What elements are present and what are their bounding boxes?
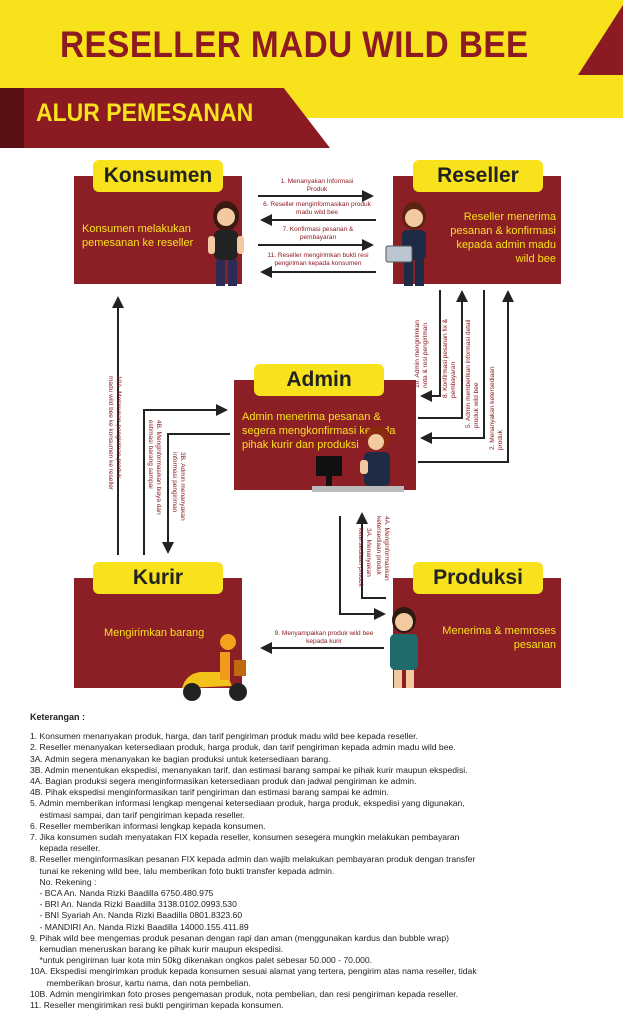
- arrow-6-label: 6. Reseller menginformasikan produk madu…: [263, 201, 371, 216]
- note-line: *untuk pengiriman luar kota min 50kg dik…: [30, 955, 373, 966]
- page-title: RESELLER MADU WILD BEE: [60, 24, 529, 65]
- arrow-3b: [162, 433, 230, 554]
- produksi-text: Menerima & memroses pesanan: [442, 625, 556, 651]
- arrow-3a-label: 3A. Menanyakan ketersediaan produk: [357, 528, 372, 587]
- note-line: 11. Reseller mengirimkan resi bukti peng…: [30, 1000, 284, 1011]
- note-line: kemudian meneruskan barang ke pihak kuri…: [30, 944, 284, 955]
- arrow-1-label: 1. Menanyakan Informasi Produk: [280, 178, 354, 193]
- notes-section: Keterangan : 1. Konsumen menanyakan prod…: [30, 712, 610, 1011]
- note-line: 3A. Admin segera menanyakan ke bagian pr…: [30, 753, 331, 764]
- note-line: 1. Konsumen menanyakan produk, harga, da…: [30, 731, 418, 742]
- arrow-9-label: 9. Menyampaikan produk wild bee kepada k…: [274, 630, 374, 645]
- note-line: - BCA An. Nanda Rizki Baadilla 6750.480.…: [30, 888, 214, 899]
- note-line: kepada reseller.: [30, 843, 101, 854]
- kurir-label: Kurir: [93, 562, 223, 594]
- konsumen-text: Konsumen melakukan pemesanan ke reseller: [82, 223, 194, 249]
- arrow-5: [420, 290, 485, 444]
- note-line: estimasi sampai, dan tarif pengiriman ke…: [30, 809, 245, 820]
- note-line: 5. Admin memberikan informasi lengkap me…: [30, 798, 465, 809]
- reseller-text: Reseller menerima pesanan & konfirmasi k…: [450, 211, 556, 265]
- reseller-person-icon: [385, 202, 426, 286]
- arrow-7-label: 7. Konfirmasi pesanan & pembayaran: [282, 226, 354, 241]
- arrow-8-label: 8. Konfirmasi pesanan fix & pembayaran: [442, 318, 457, 398]
- arrow-8: [418, 290, 468, 419]
- note-line: 4B. Pihak ekspedisi menginformasikan tar…: [30, 787, 389, 798]
- note-line: - MANDIRI An. Nanda Rizki Baadilla 14000…: [30, 921, 249, 932]
- note-line: - BNI Syariah An. Nanda Rizki Baadilla 0…: [30, 910, 243, 921]
- kurir-scooter-icon: [182, 634, 247, 701]
- produksi-box: [393, 578, 561, 688]
- arrow-2: [418, 290, 514, 463]
- admin-person-icon: [312, 426, 404, 492]
- arrow-10a-label: 10A. Melakukan pengiriman produk madu wi…: [107, 376, 122, 491]
- note-line: tunai ke rekening wild bee, lalu memberi…: [30, 865, 335, 876]
- note-line: 10B. Admin mengirimkan foto proses penge…: [30, 988, 459, 999]
- arrow-3b-label: 3B. Admin menanyakan informasi pengirima…: [171, 452, 186, 521]
- notes-list: 1. Konsumen menanyakan produk, harga, da…: [30, 731, 610, 1011]
- konsumen-box: [74, 176, 242, 284]
- note-line: 2. Reseller menanyakan ketersediaan prod…: [30, 742, 456, 753]
- note-line: 4A. Bagian produksi segera menginformasi…: [30, 776, 417, 787]
- produksi-person-icon: [390, 607, 418, 688]
- page-subtitle: ALUR PEMESANAN: [36, 99, 254, 127]
- subtitle-bar-accent: [0, 88, 24, 148]
- header-corner-decoration: [578, 5, 623, 75]
- arrow-5-label: 5. Admin memberikan informasi detail pro…: [465, 319, 480, 428]
- reseller-label: Reseller: [413, 160, 543, 192]
- notes-title: Keterangan :: [30, 712, 86, 722]
- arrow-11-label: 11. Reseller mengirimkan bukti resi peng…: [267, 252, 369, 267]
- admin-text: Admin menerima pesanan & segera mengkonf…: [242, 411, 396, 451]
- subtitle-bar: [0, 88, 330, 148]
- arrow-4b-label: 4B. Menginformasikan biaya dan estimasi …: [147, 420, 162, 515]
- arrow-3a: [339, 516, 386, 620]
- admin-label: Admin: [254, 364, 384, 396]
- note-line: 3B. Admin menentukan ekspedisi, menanyak…: [30, 764, 468, 775]
- note-line: 8. Reseller menginformasikan pesanan FIX…: [30, 854, 476, 865]
- arrow-4a-label: 4A. Menginformasikan ketersediaan produk: [375, 516, 390, 581]
- arrow-10-label: 10. Admin mengirimkan nota & resi pengir…: [414, 320, 429, 388]
- konsumen-label: Konsumen: [93, 160, 223, 192]
- arrow-4b: [143, 404, 228, 555]
- konsumen-person-icon: [208, 201, 244, 286]
- note-line: 10A. Ekspedisi mengirimkan produk kepada…: [30, 966, 477, 977]
- note-line: 9. Pihak wild bee mengemas produk pesana…: [30, 932, 449, 943]
- note-line: No. Rekening :: [30, 876, 97, 887]
- note-line: memberikan brosur, kartu nama, dan nota …: [30, 977, 251, 988]
- note-line: 7. Jika konsumen sudah menyatakan FIX ke…: [30, 832, 460, 843]
- note-line: 6. Reseller memberikan informasi lengkap…: [30, 820, 266, 831]
- produksi-label: Produksi: [413, 562, 543, 594]
- arrow-4a: [356, 512, 386, 599]
- arrow-2-label: 2. Menanyakan ketersediaan produk: [489, 366, 504, 450]
- flow-arrows: [112, 190, 514, 654]
- note-line: - BRI An. Nanda Rizki Baadilla 3138.0102…: [30, 899, 237, 910]
- arrow-10: [420, 290, 441, 402]
- kurir-text: Mengirimkan barang: [104, 627, 205, 639]
- kurir-box: [74, 578, 242, 688]
